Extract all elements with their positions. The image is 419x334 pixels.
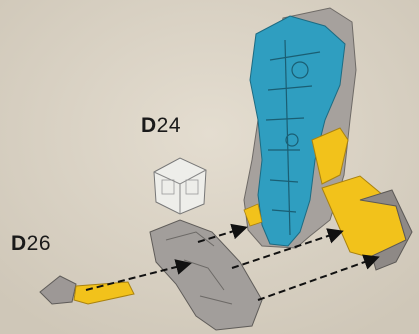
label-d24: D24 (141, 114, 181, 138)
label-d24-letter: D (141, 114, 157, 137)
label-d24-number: 24 (157, 114, 181, 137)
label-d26-letter: D (11, 232, 27, 255)
label-d26-number: 26 (27, 232, 51, 255)
label-d26: D26 (11, 232, 51, 256)
